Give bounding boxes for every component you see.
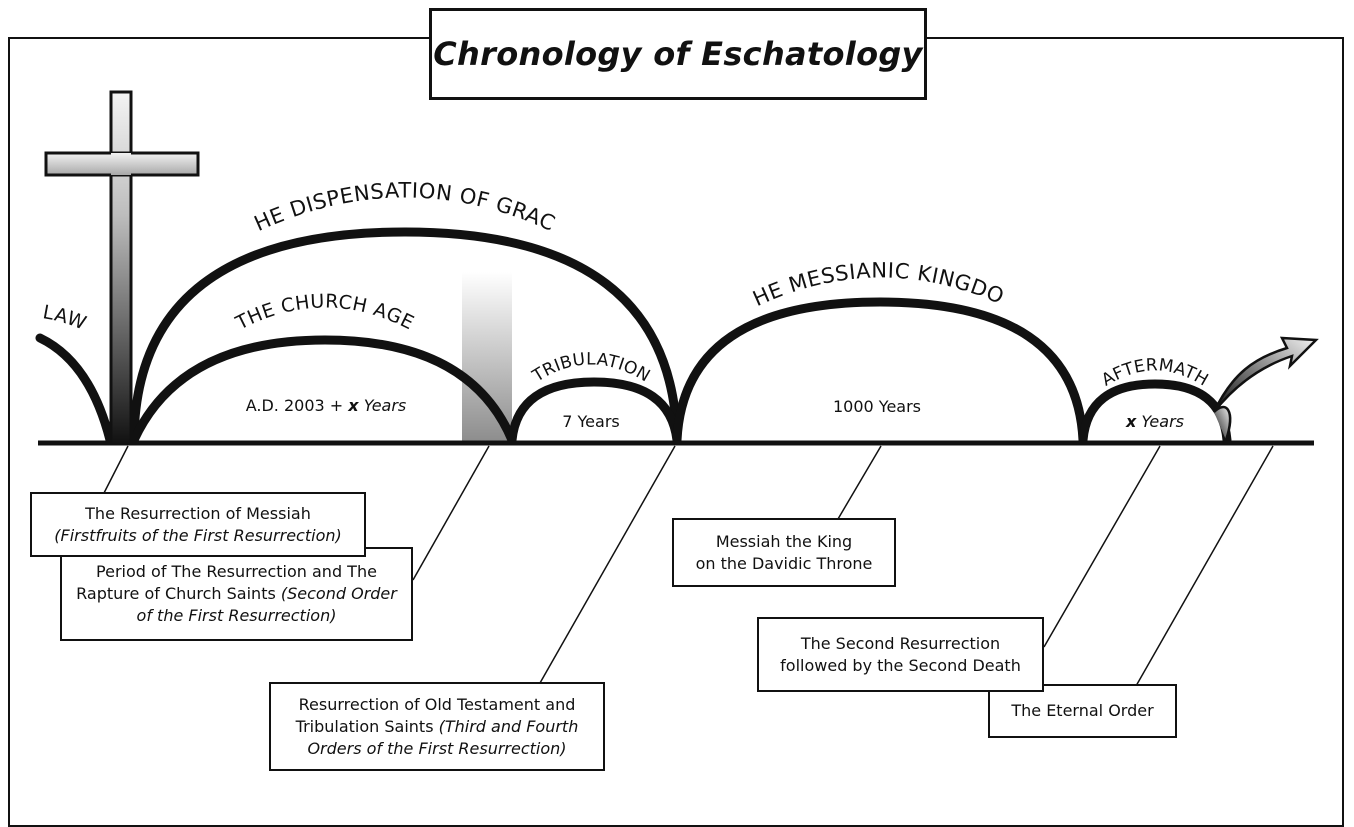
church-age-duration-prefix: A.D. 2003 + xyxy=(245,396,349,415)
rapture-callout-line2: Rapture of Church Saints (Second Order xyxy=(76,583,397,605)
leader-line-eternal-order xyxy=(1135,445,1274,687)
messiah-king-callout: Messiah the King on the Davidic Throne xyxy=(672,518,896,587)
page-title: Chronology of Eschatology xyxy=(433,35,923,73)
kingdom-arc xyxy=(672,297,1088,445)
messiah-king-line2: on the Davidic Throne xyxy=(695,553,873,573)
kingdom-duration: 1000 Years xyxy=(832,397,922,416)
leader-line-second-resurrection xyxy=(1043,445,1161,648)
church-age-duration: A.D. 2003 + x Years xyxy=(246,396,407,415)
church-age-duration-suffix: Years xyxy=(358,396,407,415)
messiah-resurrection-line1: The Resurrection of Messiah xyxy=(85,503,311,523)
leader-line-king xyxy=(837,445,882,520)
aftermath-duration: x Years xyxy=(1126,412,1184,431)
law-arc xyxy=(35,333,115,445)
ot-saints-line1: Resurrection of Old Testament and xyxy=(298,694,576,714)
second-resurrection-callout: The Second Resurrection followed by the … xyxy=(757,617,1044,692)
church-age-duration-variable: x xyxy=(348,396,359,415)
leader-line-messiah xyxy=(103,445,129,494)
ot-saints-line2-italic: (Third and Fourth xyxy=(438,716,579,736)
eternal-order-line1: The Eternal Order xyxy=(1011,701,1154,720)
second-resurrection-line1: The Second Resurrection xyxy=(800,633,1001,653)
ot-saints-callout: Resurrection of Old Testament and Tribul… xyxy=(269,682,605,771)
aftermath-duration-variable: x xyxy=(1126,412,1137,431)
messiah-resurrection-line2: (Firstfruits of the First Resurrection) xyxy=(54,525,342,545)
eternal-order-arrow-icon xyxy=(1212,336,1319,441)
ot-saints-line2-text: Tribulation Saints xyxy=(295,716,439,736)
rapture-callout-line2-text: Rapture of Church Saints xyxy=(76,584,281,603)
rapture-callout-line2-italic: (Second Order xyxy=(280,584,397,603)
second-resurrection-line2: followed by the Second Death xyxy=(780,655,1021,675)
cross-icon xyxy=(44,90,200,446)
tribulation-arc xyxy=(507,377,682,445)
messiah-resurrection-callout: The Resurrection of Messiah (Firstfruits… xyxy=(30,492,366,557)
ot-saints-line3: Orders of the First Resurrection) xyxy=(307,738,567,758)
rapture-callout-line1: Period of The Resurrection and The xyxy=(96,562,377,581)
dispensation-arc xyxy=(129,227,682,445)
leader-line-rapture xyxy=(412,445,490,581)
ot-saints-line2: Tribulation Saints (Third and Fourth xyxy=(296,716,579,738)
tribulation-duration: 7 Years xyxy=(562,412,620,431)
leader-line-ot-saints xyxy=(539,445,676,684)
rapture-callout: Period of The Resurrection and The Raptu… xyxy=(60,547,413,641)
church-age-label: The Church Age xyxy=(232,290,418,335)
rapture-callout-line3: of the First Resurrection) xyxy=(136,606,337,625)
eternal-order-callout: The Eternal Order xyxy=(988,684,1177,738)
church-age-arc xyxy=(129,335,517,445)
law-label: Law xyxy=(41,301,90,334)
messiah-king-line1: Messiah the King xyxy=(715,531,853,551)
aftermath-duration-suffix: Years xyxy=(1136,412,1184,431)
title-box: Chronology of Eschatology xyxy=(429,8,927,100)
